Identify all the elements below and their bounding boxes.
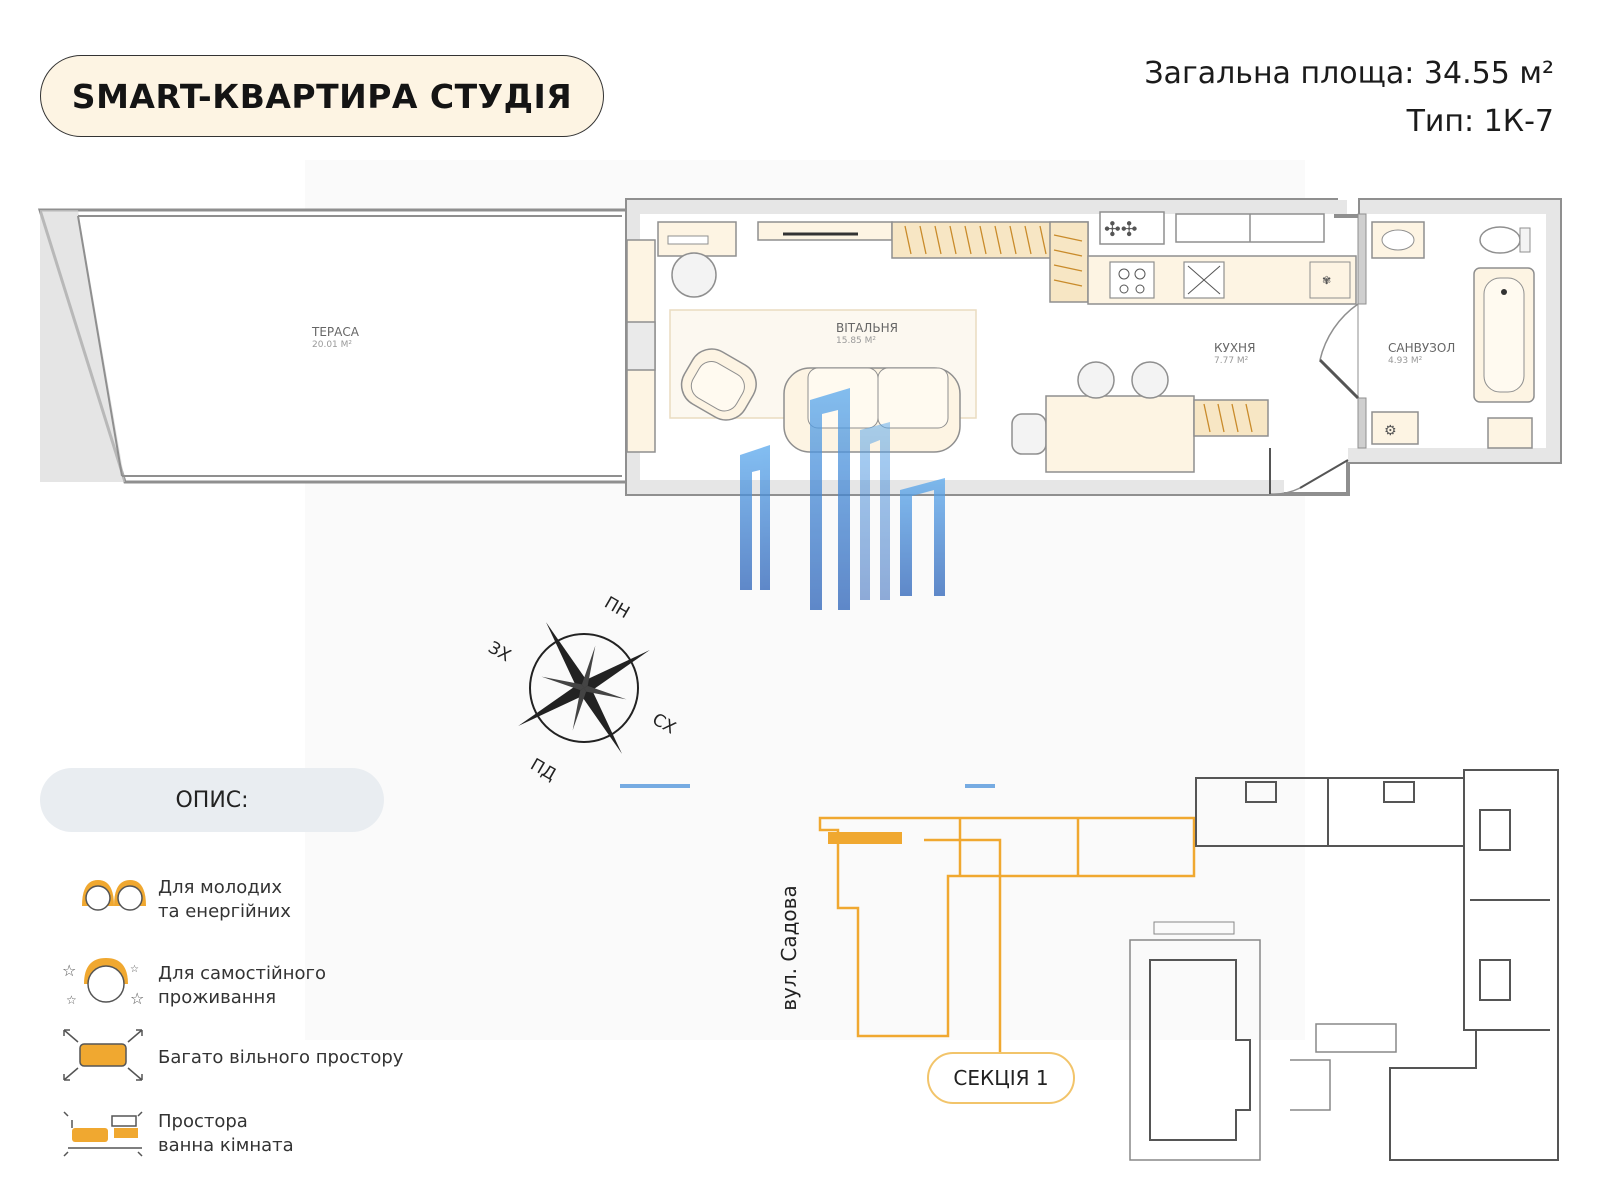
living-area-value: 15.85 М² xyxy=(836,336,876,346)
room-label-bathroom: САНВУЗОЛ 4.93 М² xyxy=(1388,342,1455,368)
feature-item: Багато вільного простору xyxy=(158,1046,403,1070)
bathroom-name: САНВУЗОЛ xyxy=(1388,341,1456,355)
terrace-area xyxy=(37,208,629,484)
section-1-outline xyxy=(818,816,1196,1070)
description-heading-badge: ОПИС: xyxy=(40,768,384,832)
feature-text: Багато вільного простору xyxy=(158,1047,404,1068)
svg-text:☆: ☆ xyxy=(130,989,144,1008)
terrace-name: ТЕРАСА xyxy=(312,325,359,339)
room-label-living: ВІТАЛЬНЯ 15.85 М² xyxy=(836,322,898,348)
apartment-title-badge: SMART-КВАРТИРА СТУДІЯ xyxy=(40,55,604,137)
feature-text: Для самостійного проживання xyxy=(158,963,326,1008)
svg-text:☆: ☆ xyxy=(62,961,76,980)
feature-text: Простора ванна кімната xyxy=(158,1111,294,1156)
svg-text:✣✣: ✣✣ xyxy=(1104,217,1138,241)
kitchen-name: КУХНЯ xyxy=(1214,341,1256,355)
single-person-stars-icon: ☆ ☆ ☆ ☆ xyxy=(62,958,144,1008)
svg-text:⚙: ⚙ xyxy=(1384,423,1397,439)
street-label: вул. Садова xyxy=(777,885,801,1011)
section-badge: СЕКЦІЯ 1 xyxy=(927,1052,1075,1104)
svg-text:☆: ☆ xyxy=(66,993,77,1007)
kitchen: ✾ ✣✣ xyxy=(1045,211,1357,473)
bathtub-sink-icon xyxy=(63,1111,143,1157)
feature-item: Простора ванна кімната xyxy=(158,1110,294,1158)
feature-item: Для молодих та енергійних xyxy=(158,876,291,924)
bathroom-area-value: 4.93 М² xyxy=(1388,356,1423,366)
room-label-terrace: ТЕРАСА 20.01 М² xyxy=(312,326,359,352)
compass-rose xyxy=(518,622,650,754)
expand-space-icon xyxy=(63,1029,143,1081)
apartment-location-marker xyxy=(828,832,902,844)
watermark-logo xyxy=(620,388,995,788)
kitchen-area-value: 7.77 М² xyxy=(1214,356,1249,366)
svg-text:☆: ☆ xyxy=(130,964,139,975)
apartment-meta: Загальна площа: 34.55 м² Тип: 1К-7 xyxy=(1144,50,1554,146)
living-name: ВІТАЛЬНЯ xyxy=(836,321,898,335)
room-label-kitchen: КУХНЯ 7.77 М² xyxy=(1214,342,1255,368)
terrace-area-value: 20.01 М² xyxy=(312,340,352,350)
apartment-type-label: Тип: 1К-7 xyxy=(1406,104,1554,139)
total-area-label: Загальна площа: 34.55 м² xyxy=(1144,56,1554,91)
apartment-title: SMART-КВАРТИРА СТУДІЯ xyxy=(71,76,573,116)
section-label: СЕКЦІЯ 1 xyxy=(953,1066,1049,1090)
bathroom: ⚙ xyxy=(1371,221,1535,449)
feature-item: Для самостійного проживання xyxy=(158,962,326,1010)
description-heading: ОПИС: xyxy=(175,787,249,813)
svg-text:✾: ✾ xyxy=(1322,274,1331,287)
feature-text: Для молодих та енергійних xyxy=(158,877,291,922)
site-plan xyxy=(818,769,1559,1161)
two-people-icon xyxy=(82,880,146,911)
